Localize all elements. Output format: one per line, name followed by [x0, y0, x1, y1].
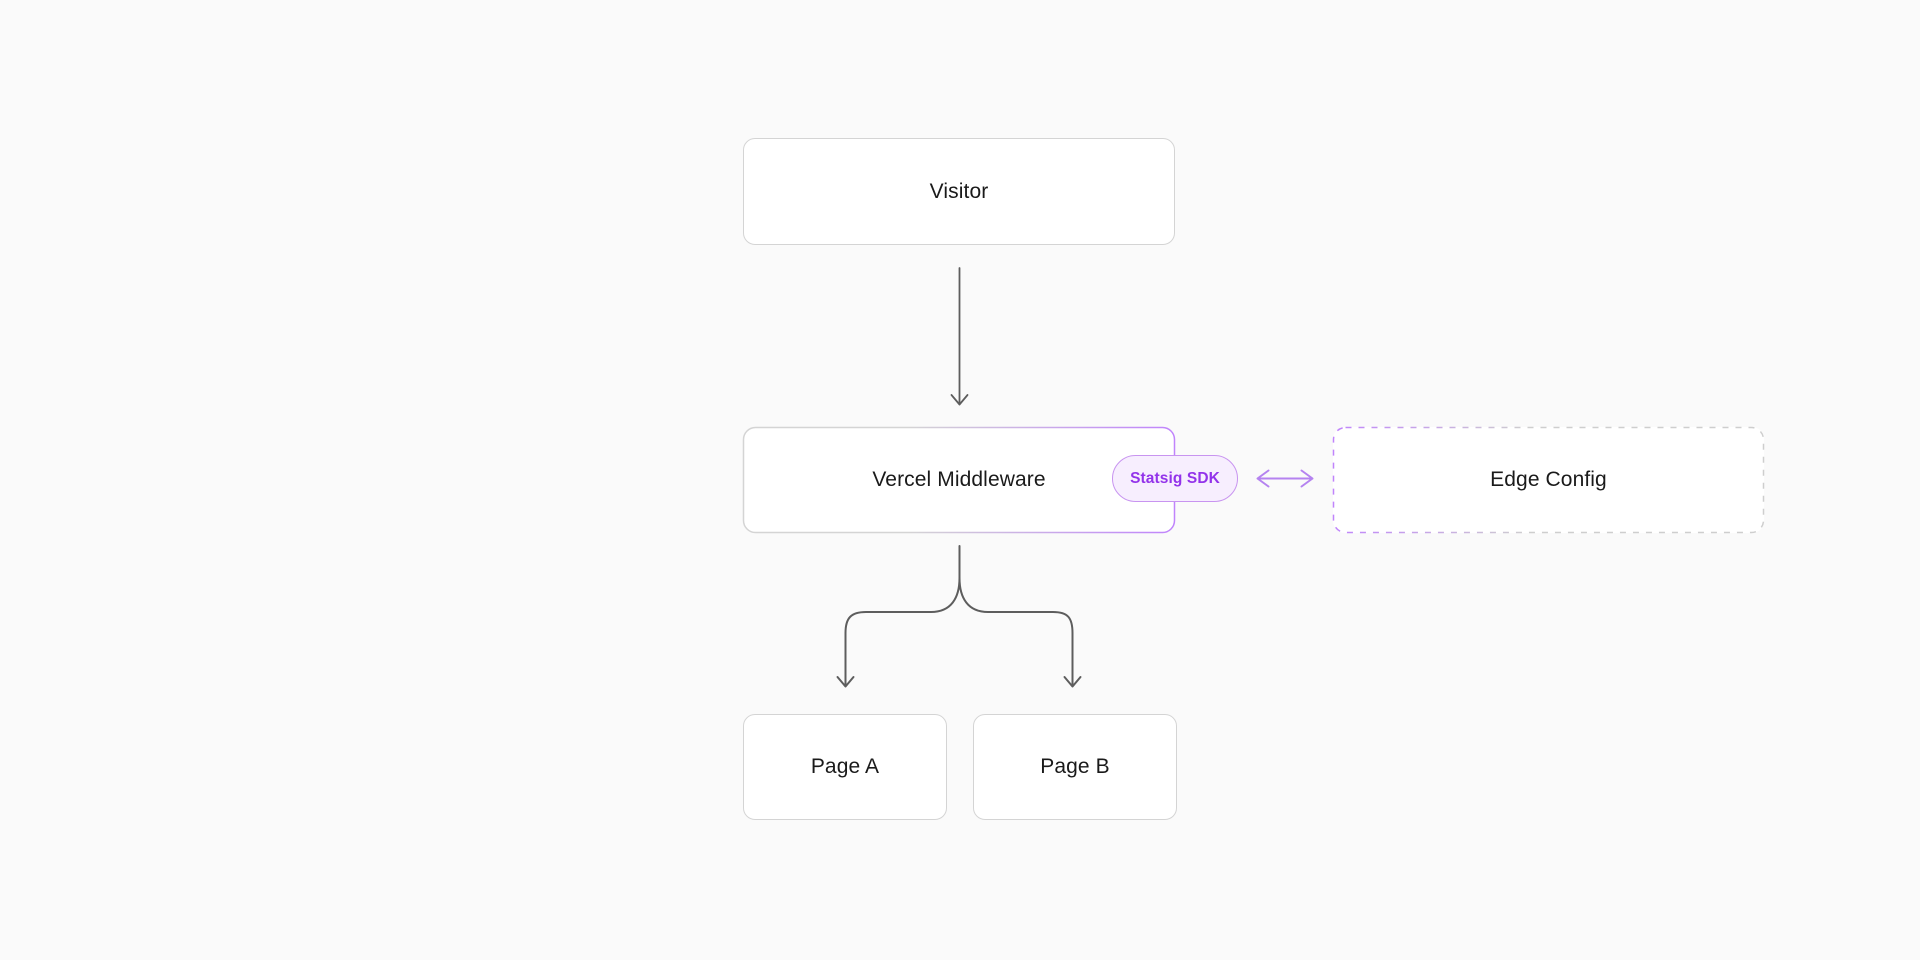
node-edge-config-label: Edge Config — [1490, 468, 1607, 491]
arrow-middleware-to-pages — [836, 545, 1082, 688]
statsig-sdk-badge: Statsig SDK — [1112, 455, 1238, 502]
node-visitor-label: Visitor — [929, 179, 989, 203]
node-vercel-middleware-label: Vercel Middleware — [872, 468, 1046, 491]
node-vercel-middleware: Vercel Middleware — [743, 427, 1175, 533]
arrow-middleware-to-edge-config — [1256, 469, 1314, 488]
node-edge-config: Edge Config — [1333, 427, 1764, 533]
node-page-a-label: Page A — [810, 755, 880, 778]
node-page-a: Page A — [743, 714, 947, 820]
node-visitor: Visitor — [743, 138, 1175, 245]
statsig-sdk-badge-label: Statsig SDK — [1130, 469, 1220, 487]
arrow-visitor-to-middleware — [950, 267, 969, 406]
node-page-b: Page B — [973, 714, 1177, 820]
node-page-b-label: Page B — [1040, 755, 1110, 778]
